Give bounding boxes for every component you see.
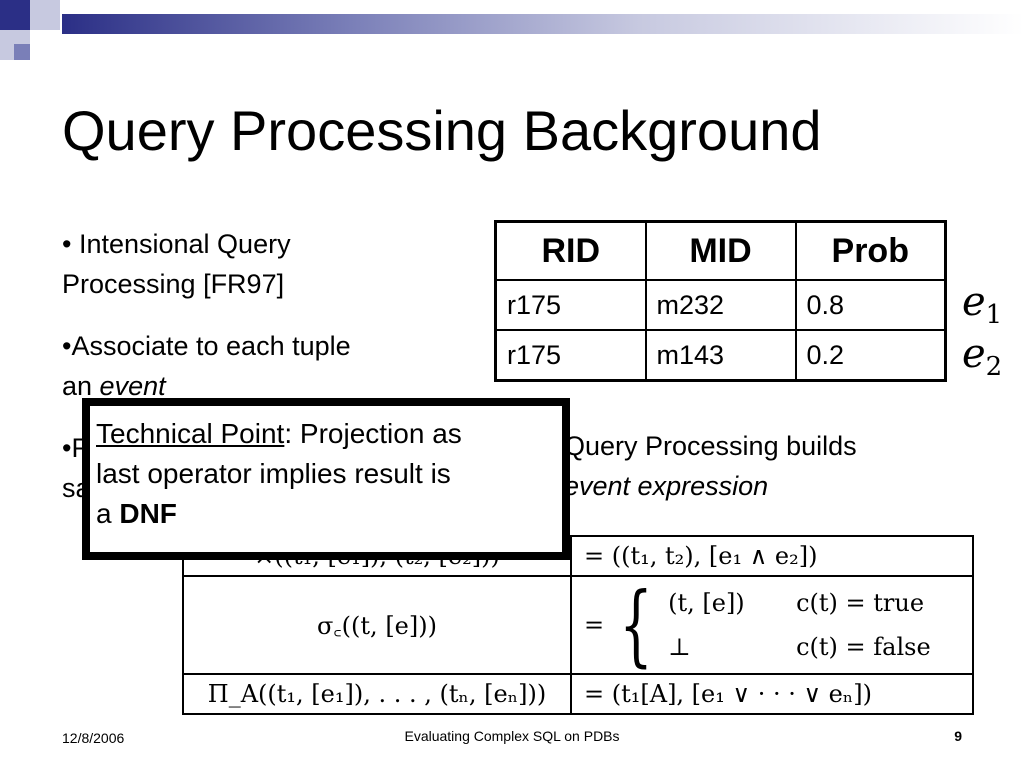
query-processing-text: Query Processing builds event expression bbox=[564, 426, 857, 506]
bullet-text: • Intensional Query bbox=[62, 229, 291, 259]
callout-underlined: Technical Point bbox=[96, 418, 285, 449]
bullet-text: •Associate to each tuple bbox=[62, 331, 351, 361]
rule-lhs: σ꜀((t, [e])) bbox=[182, 575, 572, 675]
table-row: Π_A((t₁, [e₁]), . . . , (tₙ, [eₙ])) = (t… bbox=[182, 673, 974, 715]
case-row: ⊥ c(t) = false bbox=[668, 625, 931, 669]
cell-rid: r175 bbox=[494, 279, 647, 331]
slide-title: Query Processing Background bbox=[62, 99, 822, 162]
rules-table: ×((t₁, [e₁]), (t₂, [e₂])) = ((t₁, t₂), [… bbox=[182, 535, 974, 715]
bullet-text: an event bbox=[62, 366, 351, 406]
bullet-intensional: • Intensional Query Processing [FR97] bbox=[62, 224, 291, 304]
table-row: r175 m143 0.2 bbox=[494, 329, 947, 382]
callout-text: a bbox=[96, 498, 120, 529]
table-header-row: RID MID Prob bbox=[494, 220, 947, 281]
header-rid: RID bbox=[494, 220, 647, 281]
rule-rhs: = ((t₁, t₂), [e₁ ∧ e₂]) bbox=[570, 535, 974, 577]
rule-rhs: = (t₁[A], [e₁ ∨ · · · ∨ eₙ]) bbox=[570, 673, 974, 715]
case-condition: c(t) = true bbox=[796, 589, 925, 617]
header-mid: MID bbox=[644, 220, 797, 281]
bullet-associate: •Associate to each tuple an event bbox=[62, 326, 351, 406]
cell-mid: m232 bbox=[644, 279, 797, 331]
right-text-line: Query Processing builds bbox=[564, 431, 857, 461]
callout-bold: DNF bbox=[119, 498, 177, 529]
page-number: 9 bbox=[954, 728, 962, 744]
cell-prob: 0.2 bbox=[794, 329, 947, 382]
event-subscript: 1 bbox=[985, 300, 1003, 330]
rule-rhs: = { (t, [e]) c(t) = true ⊥ c(t) = false bbox=[570, 575, 974, 675]
footer-title: Evaluating Complex SQL on PDBs bbox=[404, 728, 620, 744]
event-label-e1: e1 bbox=[962, 282, 1002, 335]
cell-prob: 0.8 bbox=[794, 279, 947, 331]
case-row: (t, [e]) c(t) = true bbox=[668, 581, 931, 625]
header-prob: Prob bbox=[794, 220, 947, 281]
case-value: ⊥ bbox=[668, 633, 691, 661]
callout-text: : Projection as bbox=[284, 418, 462, 449]
case-value: (t, [e]) bbox=[668, 589, 745, 617]
table-row: σ꜀((t, [e])) = { (t, [e]) c(t) = true ⊥ … bbox=[182, 575, 974, 675]
rule-lhs: Π_A((t₁, [e₁]), . . . , (tₙ, [eₙ])) bbox=[182, 673, 572, 715]
cases-expression: = { (t, [e]) c(t) = true ⊥ c(t) = false bbox=[584, 581, 931, 669]
footer-date: 12/8/2006 bbox=[62, 730, 125, 746]
brace-icon: { bbox=[619, 573, 653, 676]
header-gradient-bar bbox=[62, 14, 1024, 34]
bullet-event: event bbox=[99, 371, 166, 401]
right-text-event: event expression bbox=[564, 471, 769, 501]
case-condition: c(t) = false bbox=[796, 633, 931, 661]
decorative-squares bbox=[0, 0, 80, 64]
bullet-text: Processing [FR97] bbox=[62, 269, 285, 299]
callout-text: last operator implies result is bbox=[96, 458, 451, 489]
event-symbol: e bbox=[962, 279, 986, 325]
event-label-e2: e2 bbox=[962, 334, 1002, 387]
relation-table: RID MID Prob r175 m232 0.8 r175 m143 0.2 bbox=[494, 220, 947, 382]
technical-point-callout: Technical Point: Projection as last oper… bbox=[82, 398, 570, 560]
event-symbol: e bbox=[962, 331, 986, 377]
table-row: r175 m232 0.8 bbox=[494, 279, 947, 331]
equals-sign: = bbox=[584, 611, 605, 639]
bullet-prefix: an bbox=[62, 371, 100, 401]
cell-rid: r175 bbox=[494, 329, 647, 382]
cell-mid: m143 bbox=[644, 329, 797, 382]
event-subscript: 2 bbox=[985, 352, 1003, 382]
